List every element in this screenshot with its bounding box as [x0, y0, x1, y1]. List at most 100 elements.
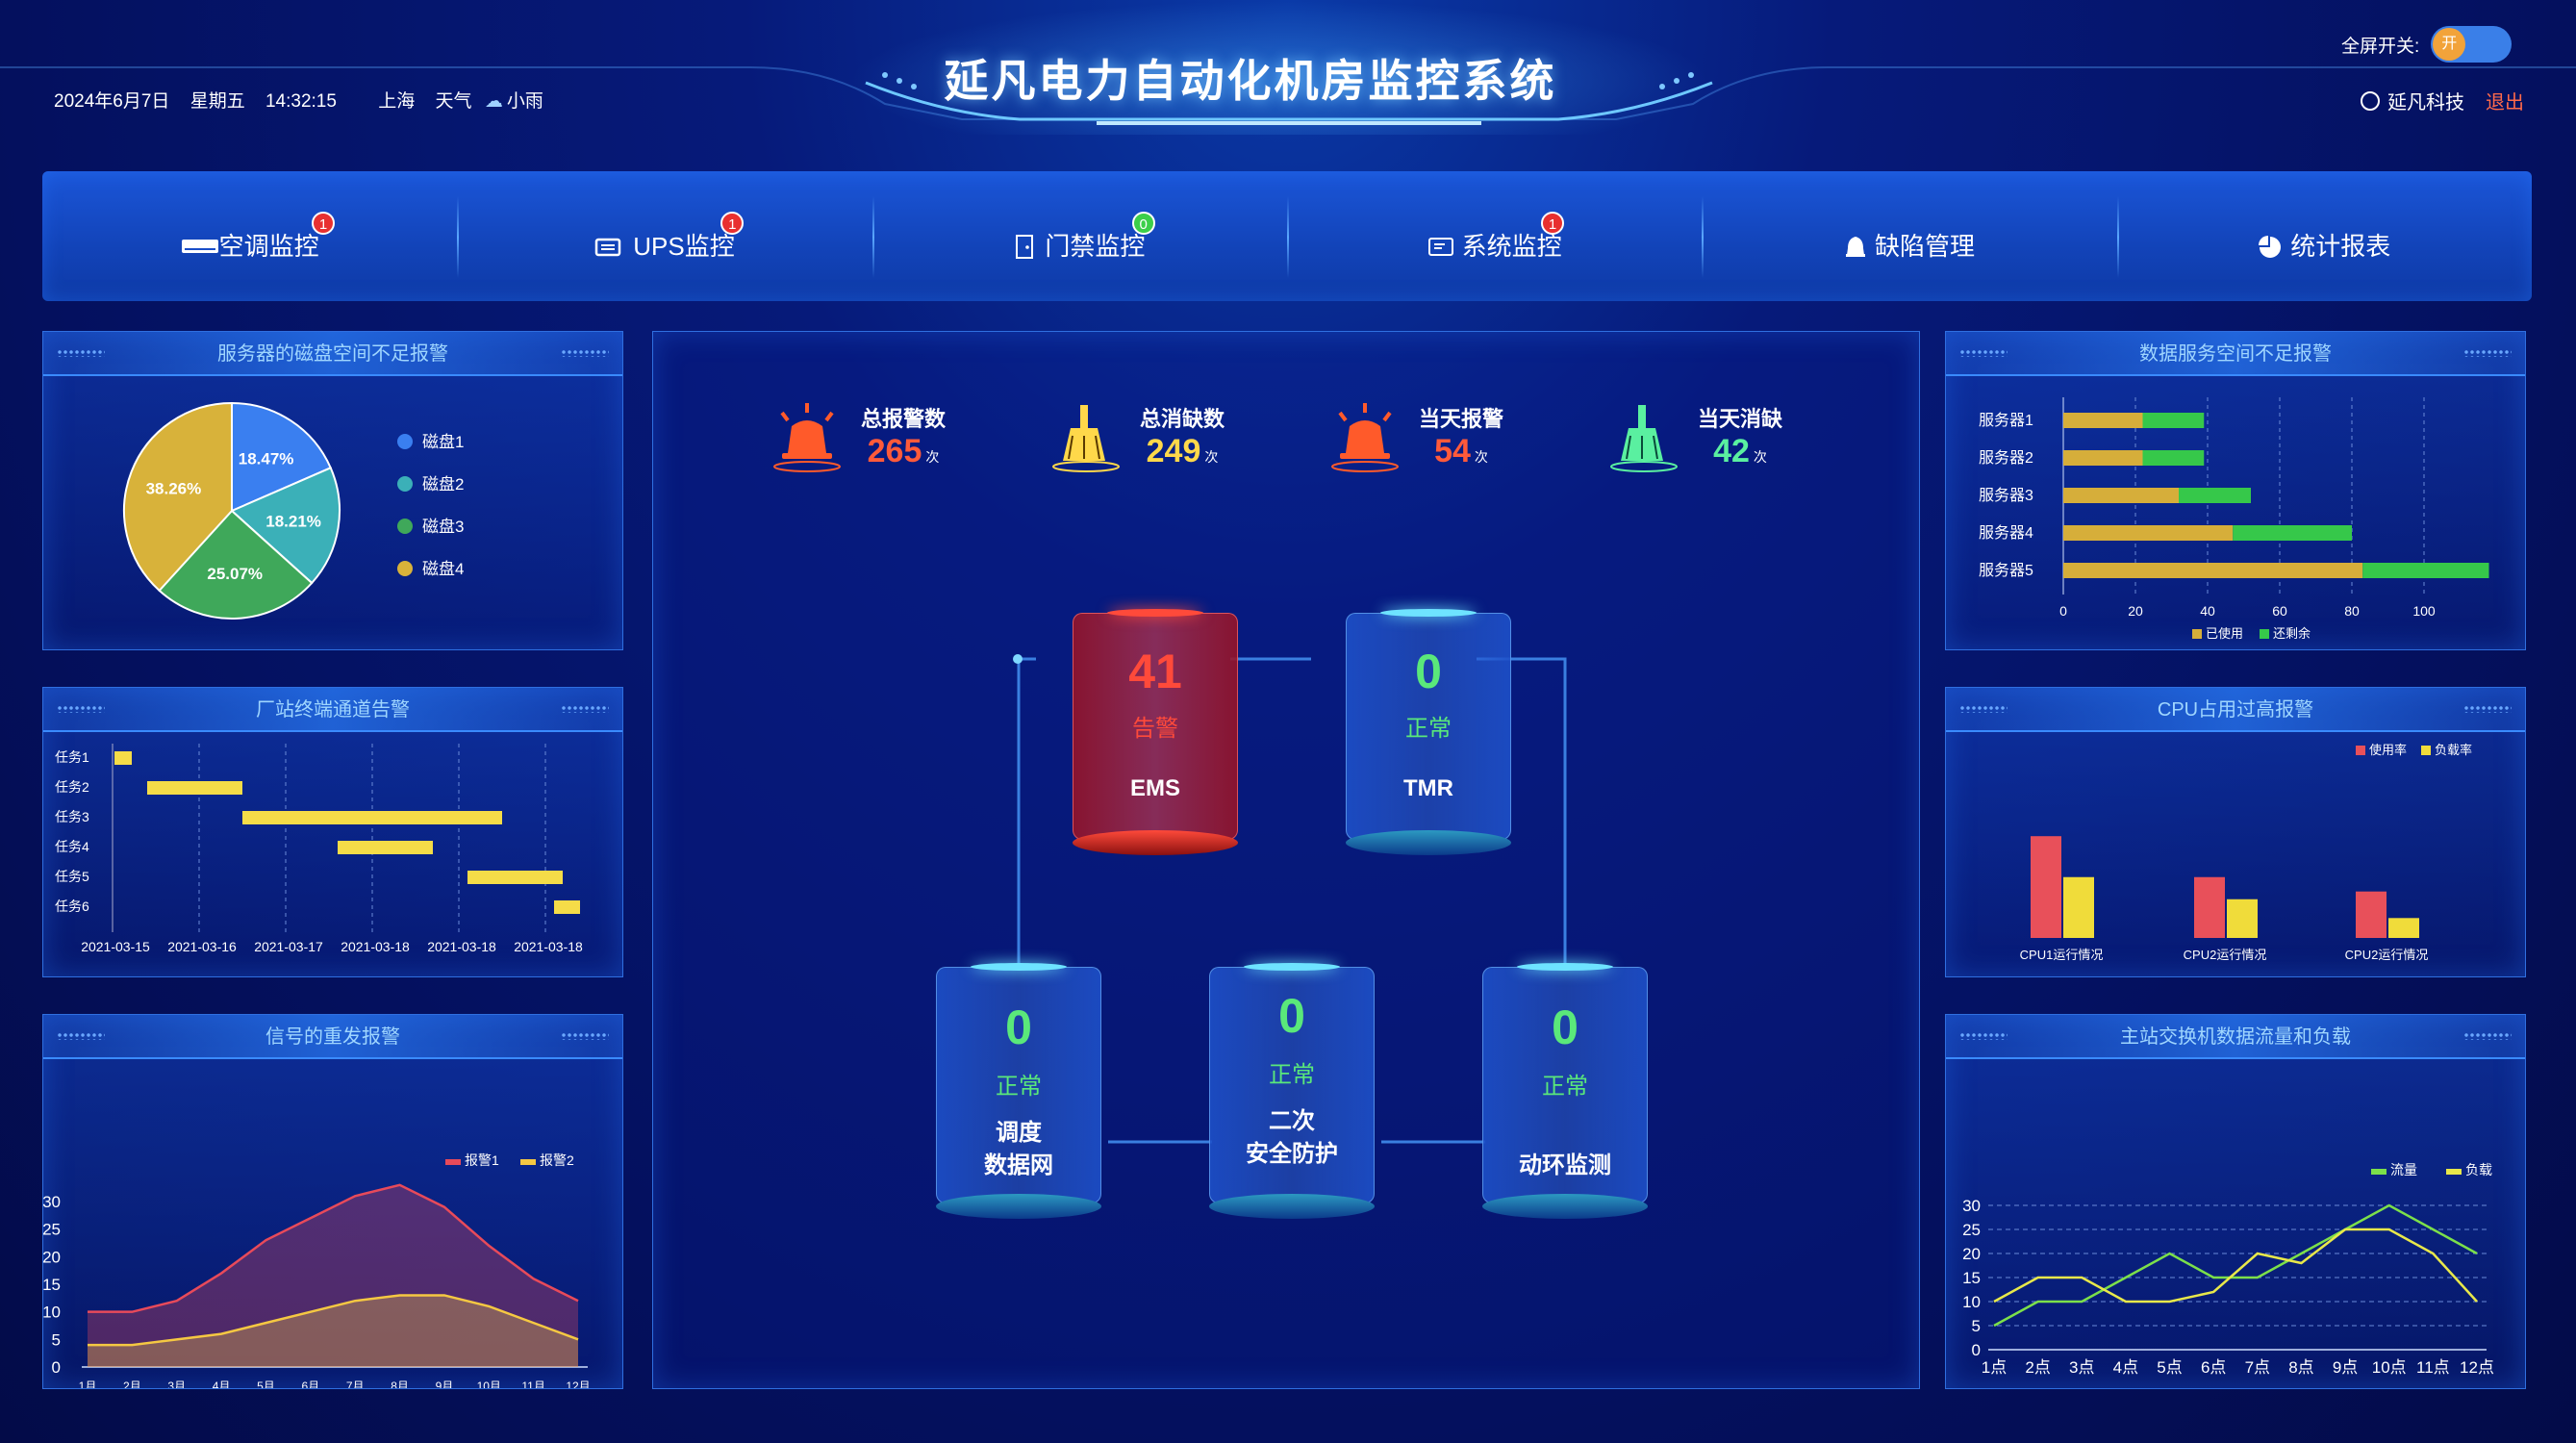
date: 2024年6月7日 — [54, 91, 170, 112]
stat-unit: 次 — [925, 448, 940, 465]
x-tick-label: 3月 — [167, 1380, 186, 1388]
system-name: TMR — [1403, 775, 1453, 801]
system-secondary-security[interactable]: 0 正常 二次 安全防护 — [1209, 961, 1375, 1230]
nav-item-access-control[interactable]: 门禁监控 0 — [871, 171, 1287, 301]
cpu-bar — [2388, 918, 2419, 938]
y-tick-label: 5 — [1972, 1317, 1981, 1335]
system-name: 调度 数据网 — [984, 1120, 1053, 1178]
stat-unit: 次 — [1474, 448, 1488, 465]
x-tick-label: 11月 — [521, 1380, 544, 1388]
nav-item-ups[interactable]: UPS监控 1 — [457, 171, 871, 301]
x-tick-label: 1点 — [1982, 1358, 2007, 1377]
x-tick-label: 12月 — [566, 1380, 590, 1388]
nav-item-system-monitor[interactable]: 系统监控 1 — [1286, 171, 1702, 301]
legend-label: 报警1 — [465, 1152, 499, 1168]
y-tick-label: 服务器2 — [1979, 449, 2033, 467]
topology-lines — [1013, 654, 1567, 1144]
legend-label: 使用率 — [2369, 743, 2407, 757]
stacked-bar — [2233, 525, 2352, 541]
x-tick-label: 2021-03-18 — [427, 939, 496, 954]
nav-item-statistics-report[interactable]: 统计报表 — [2116, 171, 2532, 301]
legend-swatch — [397, 434, 413, 449]
stat-label: 当天消缺 — [1698, 406, 1783, 431]
legend-label: 磁盘4 — [422, 560, 464, 578]
nav-label: 空调监控 — [218, 232, 319, 261]
time: 14:32:15 — [265, 91, 337, 112]
y-tick-label: 20 — [43, 1248, 61, 1266]
x-tick-label: 60 — [2272, 603, 2287, 619]
logout-link[interactable]: 退出 — [2486, 92, 2524, 114]
series-line — [1993, 1228, 2478, 1304]
alert-badge: 1 — [1540, 212, 1564, 235]
series-area — [88, 1184, 578, 1367]
toggle-knob: 开 — [2433, 28, 2466, 61]
x-tick-label: 2021-03-16 — [167, 939, 237, 954]
alert-badge: 0 — [1131, 212, 1155, 235]
user-area: 延凡科技 退出 — [2361, 87, 2524, 114]
panel-title: 数据服务空间不足报警 — [1946, 332, 2525, 376]
x-tick-label: 40 — [2200, 603, 2215, 619]
legend-label: 负载率 — [2435, 743, 2472, 757]
stacked-bar — [2142, 450, 2205, 466]
nav-item-defect-management[interactable]: 缺陷管理 — [1702, 171, 2116, 301]
nav-item-air-conditioning[interactable]: 空调监控 1 — [42, 171, 457, 301]
legend-label: 磁盘3 — [422, 518, 464, 536]
nav-label: 缺陷管理 — [1874, 232, 1975, 261]
legend-label: 负载 — [2465, 1162, 2492, 1177]
x-tick-label: 2021-03-18 — [341, 939, 410, 954]
y-tick-label: 服务器1 — [1979, 412, 2033, 429]
x-tick-label: CPU1运行情况 — [2020, 948, 2104, 962]
x-tick-label: 2021-03-17 — [254, 939, 323, 954]
series-line — [88, 1294, 579, 1347]
system-ems[interactable]: 41 告警 EMS — [1073, 607, 1238, 867]
x-tick-label: 2月 — [123, 1380, 141, 1388]
stacked-bar — [2063, 563, 2363, 578]
header-frame — [0, 66, 2576, 125]
panel-title: CPU占用过高报警 — [1946, 688, 2525, 732]
x-tick-label: 8点 — [2288, 1358, 2313, 1377]
x-tick-label: 9月 — [436, 1380, 454, 1388]
system-status: 正常 — [1269, 1062, 1315, 1088]
cpu-bar — [2227, 899, 2258, 938]
x-tick-label: 0 — [2059, 603, 2067, 619]
legend-swatch — [397, 476, 413, 492]
y-tick-label: 10 — [43, 1304, 61, 1322]
pie-label: 38.26% — [146, 480, 202, 498]
x-tick-label: 100 — [2412, 603, 2436, 619]
x-tick-label: 2点 — [2025, 1358, 2050, 1377]
weather-label: 天气 — [435, 91, 472, 112]
nav-label: 统计报表 — [2290, 232, 2391, 261]
system-environment-monitor[interactable]: 0 正常 动环监测 — [1482, 961, 1648, 1230]
broom-icon — [1052, 405, 1120, 472]
system-status: 告警 — [1132, 716, 1178, 742]
stat-unit: 次 — [1204, 448, 1219, 465]
x-tick-label: 20 — [2128, 603, 2143, 619]
y-tick-label: 服务器3 — [1979, 487, 2033, 504]
user-name[interactable]: 延凡科技 — [2387, 92, 2464, 114]
legend-swatch — [2446, 1169, 2462, 1175]
stacked-bar — [2063, 488, 2179, 503]
disk-space-panel: 服务器的磁盘空间不足报警 18.47%18.21%25.07%38.26%磁盘1… — [42, 331, 623, 650]
system-count: 0 — [1005, 1000, 1032, 1054]
stat-unit: 次 — [1753, 448, 1767, 465]
weekday: 星期五 — [189, 91, 245, 112]
series-area — [88, 1295, 578, 1367]
system-count: 0 — [1552, 1000, 1578, 1054]
system-name: 二次 安全防护 — [1246, 1108, 1338, 1167]
fullscreen-toggle[interactable]: 开 — [2431, 26, 2513, 63]
x-tick-label: 7月 — [346, 1380, 365, 1388]
system-tmr[interactable]: 0 正常 TMR — [1346, 607, 1511, 867]
x-tick-label: 5点 — [2157, 1358, 2182, 1377]
legend-label: 流量 — [2390, 1162, 2417, 1177]
legend-label: 还剩余 — [2273, 626, 2311, 641]
system-dispatch-network[interactable]: 0 正常 调度 数据网 — [936, 961, 1101, 1230]
y-tick-label: 任务2 — [55, 779, 89, 795]
x-tick-label: 9点 — [2333, 1358, 2358, 1377]
